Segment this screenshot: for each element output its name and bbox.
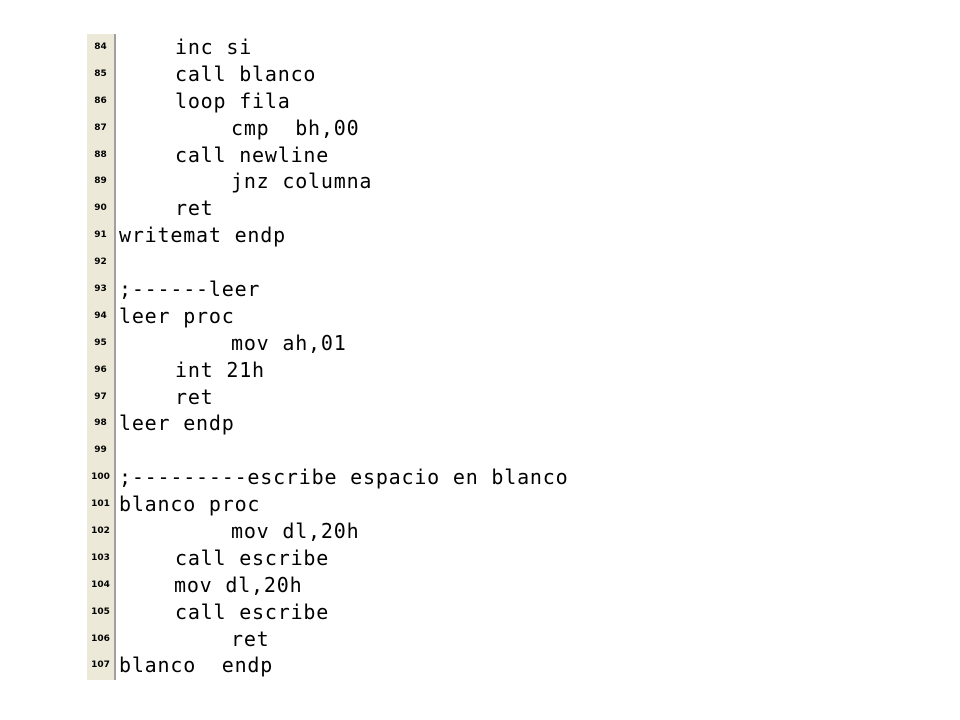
code-line[interactable]: 98 leer endp [87,410,727,437]
line-text: ret [175,196,214,221]
line-number: 97 [94,391,107,402]
line-text: call escribe [175,545,330,570]
line-number: 87 [94,122,107,133]
code-line[interactable]: 94 leer proc [87,303,727,330]
line-number: 105 [91,606,110,617]
line-number: 101 [91,499,110,510]
code-line[interactable]: 84 inc si [87,34,727,61]
code-editor[interactable]: 84 inc si 85 call blanco 86 loop fila 87 cmp… [87,34,727,680]
code-line[interactable]: 107 blanco endp [87,652,727,679]
line-text: mov ah,01 [231,330,347,355]
line-number-gutter [87,34,116,680]
line-text: int 21h [175,357,265,382]
code-line[interactable]: 99 [87,437,727,464]
line-text: ;------leer [119,277,261,302]
line-text: blanco proc [119,492,261,517]
line-text: leer endp [119,411,235,436]
code-line[interactable]: 106 ret [87,626,727,653]
line-number: 88 [94,149,107,160]
line-text: mov dl,20h [231,519,360,544]
line-number: 103 [91,552,110,563]
line-text: call blanco [175,61,317,86]
code-line[interactable]: 105 call escribe [87,599,727,626]
code-line[interactable]: 90 ret [87,195,727,222]
code-line[interactable]: 93 ;------leer [87,276,727,303]
code-line[interactable]: 103 call escribe [87,545,727,572]
line-number: 99 [94,445,107,456]
code-line[interactable]: 102 mov dl,20h [87,518,727,545]
code-line[interactable]: 95 mov ah,01 [87,330,727,357]
code-line[interactable]: 92 [87,249,727,276]
line-text: leer proc [119,303,235,328]
line-number: 86 [94,95,107,106]
line-number: 106 [91,633,110,644]
line-text: mov dl,20h [174,572,303,597]
code-line[interactable]: 87 cmp bh,00 [87,115,727,142]
line-text: ;---------escribe espacio en blanco [119,465,569,490]
line-number: 94 [94,310,107,321]
code-line[interactable]: 89 jnz columna [87,168,727,195]
line-text: blanco endp [119,653,274,678]
line-number: 107 [91,660,110,671]
code-line[interactable]: 91 writemat endp [87,222,727,249]
line-number: 90 [94,203,107,214]
line-number: 92 [94,257,107,268]
code-line[interactable]: 100 ;---------escribe espacio en blanco [87,464,727,491]
line-text: ret [175,384,214,409]
line-text: call newline [175,142,330,167]
line-number: 93 [94,284,107,295]
line-number: 104 [91,579,110,590]
code-line[interactable]: 96 int 21h [87,357,727,384]
line-number: 95 [94,337,107,348]
code-line[interactable]: 85 call blanco [87,61,727,88]
line-number: 96 [94,364,107,375]
line-number: 91 [94,230,107,241]
code-line[interactable]: 97 ret [87,384,727,411]
line-text: ret [231,626,270,651]
line-number: 84 [94,42,107,52]
code-line[interactable]: 86 loop fila [87,88,727,115]
line-text: call escribe [175,599,330,624]
line-number: 98 [94,418,107,429]
line-text: loop fila [175,88,291,113]
code-lines[interactable]: 84 inc si 85 call blanco 86 loop fila 87 cmp… [87,34,727,679]
line-text: jnz columna [231,169,373,194]
line-text: writemat endp [119,223,286,248]
line-number: 100 [91,472,110,483]
code-line[interactable]: 101 blanco proc [87,491,727,518]
code-line[interactable]: 104 mov dl,20h [87,572,727,599]
code-line[interactable]: 88 call newline [87,142,727,169]
line-number: 102 [91,526,110,537]
line-number: 85 [94,68,107,79]
line-text: cmp bh,00 [231,115,360,140]
line-text: inc si [175,35,253,59]
line-number: 89 [94,176,107,187]
